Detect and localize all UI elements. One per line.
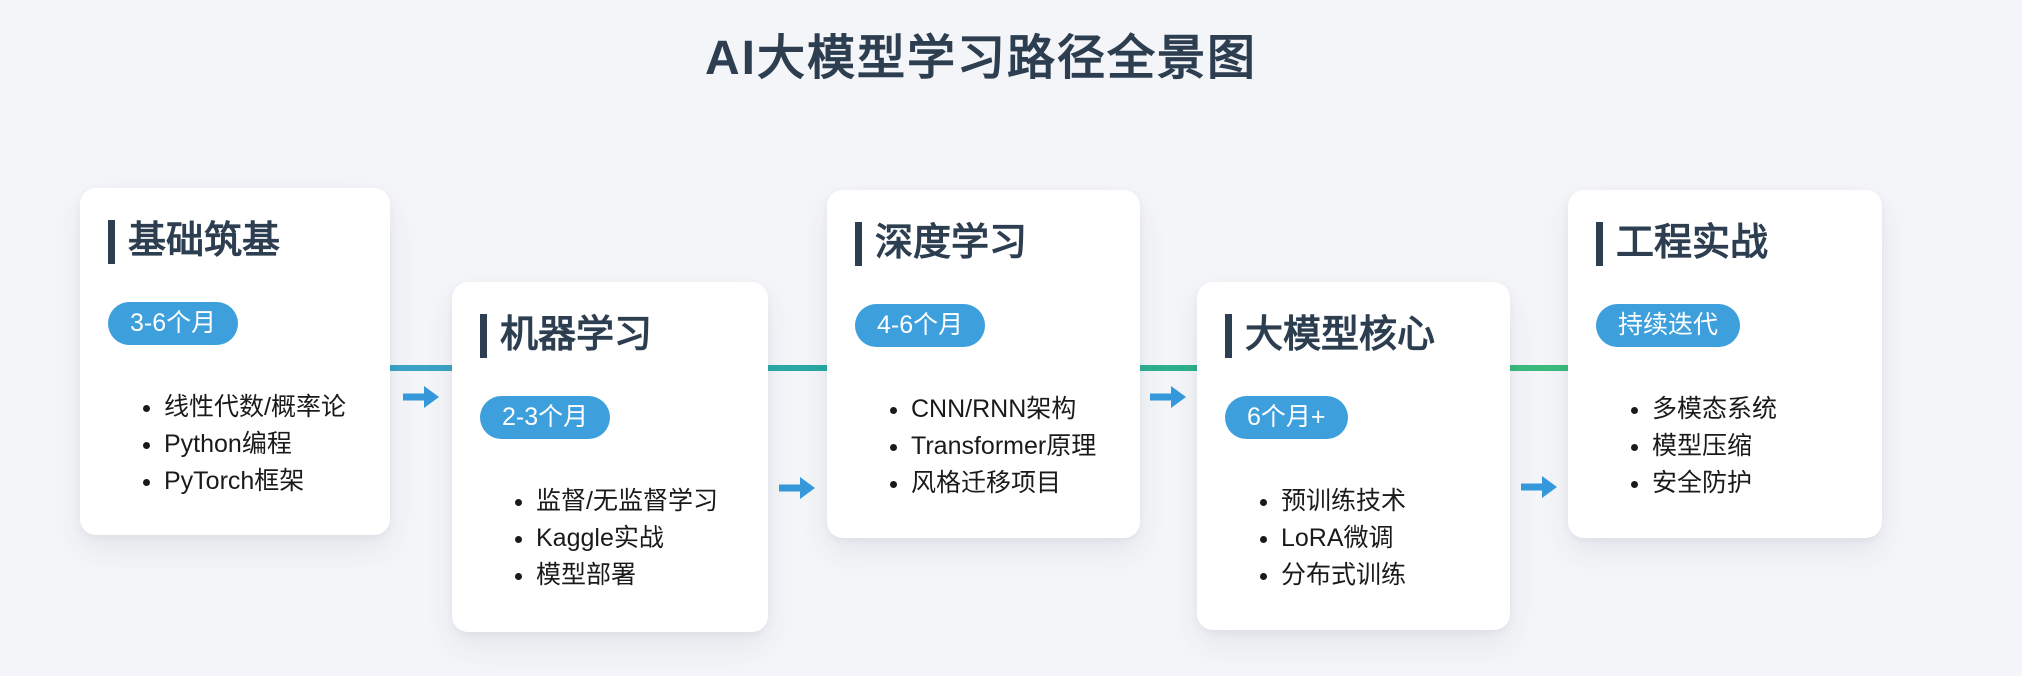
- duration-badge: 6个月+: [1225, 396, 1348, 439]
- topic-item: 风格迁移项目: [911, 465, 1112, 502]
- stage-title-row: 深度学习: [855, 222, 1112, 266]
- stage-title-row: 机器学习: [480, 314, 740, 358]
- topic-list: CNN/RNN架构 Transformer原理 风格迁移项目: [855, 391, 1112, 502]
- topic-item: LoRA微调: [1281, 520, 1482, 557]
- stage-title: 工程实战: [1616, 222, 1769, 265]
- topic-list: 多模态系统 模型压缩 安全防护: [1596, 391, 1854, 502]
- topic-item: Python编程: [164, 426, 362, 463]
- duration-badge: 3-6个月: [108, 302, 239, 345]
- stage-card-engineering: 工程实战 持续迭代 多模态系统 模型压缩 安全防护: [1568, 190, 1882, 538]
- stage-title: 机器学习: [500, 314, 653, 357]
- stage-title-row: 大模型核心: [1225, 314, 1482, 358]
- topic-item: 监督/无监督学习: [536, 483, 740, 520]
- stage-title: 大模型核心: [1245, 314, 1436, 357]
- title-accent-bar: [1596, 222, 1603, 266]
- topic-item: 模型部署: [536, 557, 740, 594]
- title-accent-bar: [108, 220, 115, 264]
- topic-item: 多模态系统: [1652, 391, 1854, 428]
- topic-list: 线性代数/概率论 Python编程 PyTorch框架: [108, 389, 362, 500]
- topic-item: 安全防护: [1652, 465, 1854, 502]
- stage-title: 深度学习: [875, 222, 1028, 265]
- topic-item: CNN/RNN架构: [911, 391, 1112, 428]
- title-accent-bar: [480, 314, 487, 358]
- stage-title: 基础筑基: [128, 220, 281, 263]
- stage-card-deep-learning: 深度学习 4-6个月 CNN/RNN架构 Transformer原理 风格迁移项…: [827, 190, 1140, 538]
- duration-badge: 2-3个月: [480, 396, 611, 439]
- topic-item: 预训练技术: [1281, 483, 1482, 520]
- stage-card-machine-learning: 机器学习 2-3个月 监督/无监督学习 Kaggle实战 模型部署: [452, 282, 768, 632]
- arrow-right-icon: [777, 475, 817, 501]
- arrow-right-icon: [1519, 474, 1559, 500]
- stage-title-row: 基础筑基: [108, 220, 362, 264]
- topic-list: 预训练技术 LoRA微调 分布式训练: [1225, 483, 1482, 594]
- stage-card-llm-core: 大模型核心 6个月+ 预训练技术 LoRA微调 分布式训练: [1197, 282, 1510, 630]
- arrow-right-icon: [401, 384, 441, 410]
- duration-badge: 4-6个月: [855, 304, 986, 347]
- title-accent-bar: [855, 222, 862, 266]
- topic-item: Transformer原理: [911, 428, 1112, 465]
- arrow-right-icon: [1148, 384, 1188, 410]
- title-accent-bar: [1225, 314, 1232, 358]
- stage-title-row: 工程实战: [1596, 222, 1854, 266]
- duration-badge: 持续迭代: [1596, 304, 1741, 347]
- topic-item: PyTorch框架: [164, 463, 362, 500]
- topic-item: Kaggle实战: [536, 520, 740, 557]
- stage-card-foundation: 基础筑基 3-6个月 线性代数/概率论 Python编程 PyTorch框架: [80, 188, 390, 535]
- topic-item: 分布式训练: [1281, 557, 1482, 594]
- page-title: AI大模型学习路径全景图: [704, 32, 1257, 85]
- topic-item: 线性代数/概率论: [164, 389, 362, 426]
- topic-list: 监督/无监督学习 Kaggle实战 模型部署: [480, 483, 740, 594]
- topic-item: 模型压缩: [1652, 428, 1854, 465]
